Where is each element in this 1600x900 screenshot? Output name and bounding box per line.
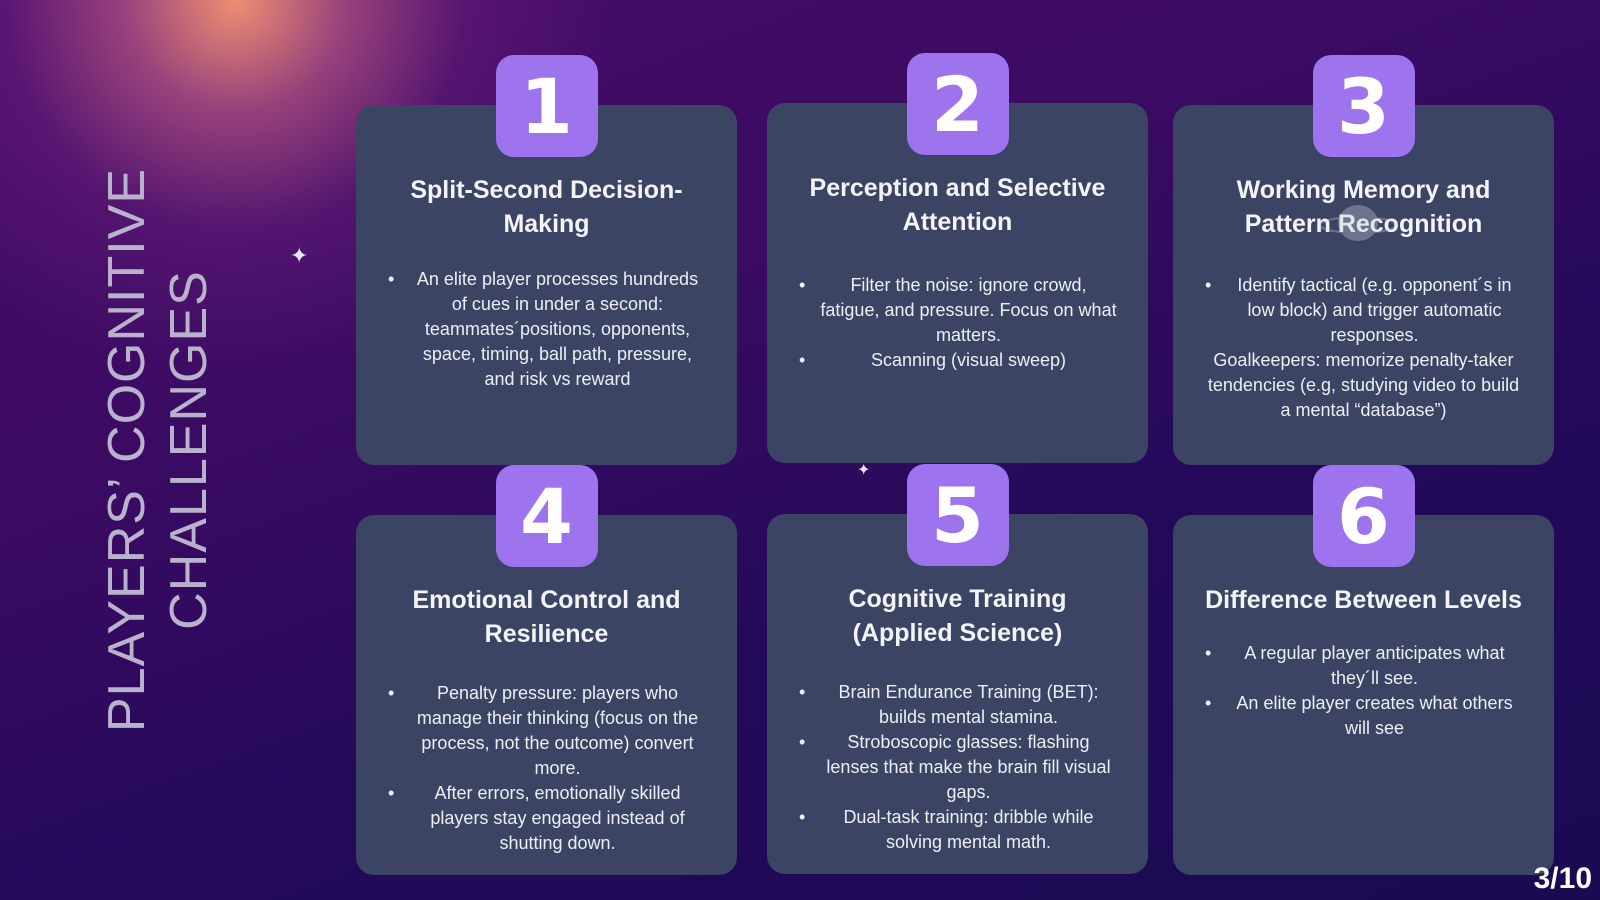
card-title: Cognitive Training (Applied Science) bbox=[848, 585, 1067, 647]
challenge-card-4: 4 Emotional Control and Resilience Penal… bbox=[356, 465, 737, 875]
bullet-item: A regular player anticipates what they´l… bbox=[1205, 641, 1524, 691]
bullet-list: Penalty pressure: players who manage the… bbox=[386, 681, 707, 856]
bullet-item: Penalty pressure: players who manage the… bbox=[388, 681, 707, 781]
bullet-list: Brain Endurance Training (BET): builds m… bbox=[797, 680, 1118, 855]
card-title: Perception and Selective Attention bbox=[809, 174, 1106, 236]
bullet-list: A regular player anticipates what they´l… bbox=[1203, 641, 1524, 741]
page-number: 3/10 bbox=[1533, 862, 1592, 895]
slide-title-line1: PLAYERS’ COGNITIVE bbox=[98, 167, 156, 733]
bullet-item: Filter the noise: ignore crowd, fatigue,… bbox=[799, 273, 1118, 348]
bullet-list: Identify tactical (e.g. opponent´s in lo… bbox=[1203, 273, 1524, 348]
number-badge: 2 bbox=[906, 53, 1009, 155]
challenge-card-2: 2 Perception and Selective Attention Fil… bbox=[767, 53, 1148, 463]
bullet-item: Scanning (visual sweep) bbox=[799, 348, 1118, 373]
card-note: Goalkeepers: memorize penalty-taker tend… bbox=[1207, 350, 1520, 420]
card-title: Emotional Control and Resilience bbox=[412, 586, 681, 648]
planet-icon bbox=[1319, 205, 1397, 241]
bullet-item: Dual-task training: dribble while solvin… bbox=[799, 805, 1118, 855]
card-title: Split-Second Decision-Making bbox=[410, 176, 683, 238]
card-title: Difference Between Levels bbox=[1205, 586, 1522, 614]
challenge-card-6: 6 Difference Between Levels A regular pl… bbox=[1173, 465, 1554, 875]
bullet-item: Brain Endurance Training (BET): builds m… bbox=[799, 680, 1118, 730]
number-badge: 6 bbox=[1312, 465, 1415, 567]
slide-title-line2: CHALLENGES bbox=[160, 270, 218, 630]
challenge-card-3: 3 Working Memory and Pattern Recognition… bbox=[1173, 55, 1554, 465]
number-badge: 4 bbox=[495, 465, 598, 567]
bullet-list: Filter the noise: ignore crowd, fatigue,… bbox=[797, 273, 1118, 373]
challenge-card-1: 1 Split-Second Decision-Making An elite … bbox=[356, 55, 737, 465]
bullet-item: An elite player processes hundreds of cu… bbox=[388, 267, 707, 392]
bullet-list: An elite player processes hundreds of cu… bbox=[386, 267, 707, 392]
card-title: Working Memory and Pattern Recognition bbox=[1236, 176, 1491, 238]
number-badge: 1 bbox=[495, 55, 598, 157]
number-badge: 5 bbox=[906, 464, 1009, 566]
slide-title: PLAYERS’ COGNITIVE CHALLENGES bbox=[96, 140, 220, 760]
challenge-card-5: 5 Cognitive Training (Applied Science) B… bbox=[767, 464, 1148, 874]
bullet-item: Stroboscopic glasses: flashing lenses th… bbox=[799, 730, 1118, 805]
sparkle-icon: ✦ bbox=[290, 244, 309, 269]
bullet-item: An elite player creates what others will… bbox=[1205, 691, 1524, 741]
bullet-item: Identify tactical (e.g. opponent´s in lo… bbox=[1205, 273, 1524, 348]
bullet-item: After errors, emotionally skilled player… bbox=[388, 781, 707, 856]
sparkle-icon: ✦ bbox=[857, 460, 871, 479]
number-badge: 3 bbox=[1312, 55, 1415, 157]
